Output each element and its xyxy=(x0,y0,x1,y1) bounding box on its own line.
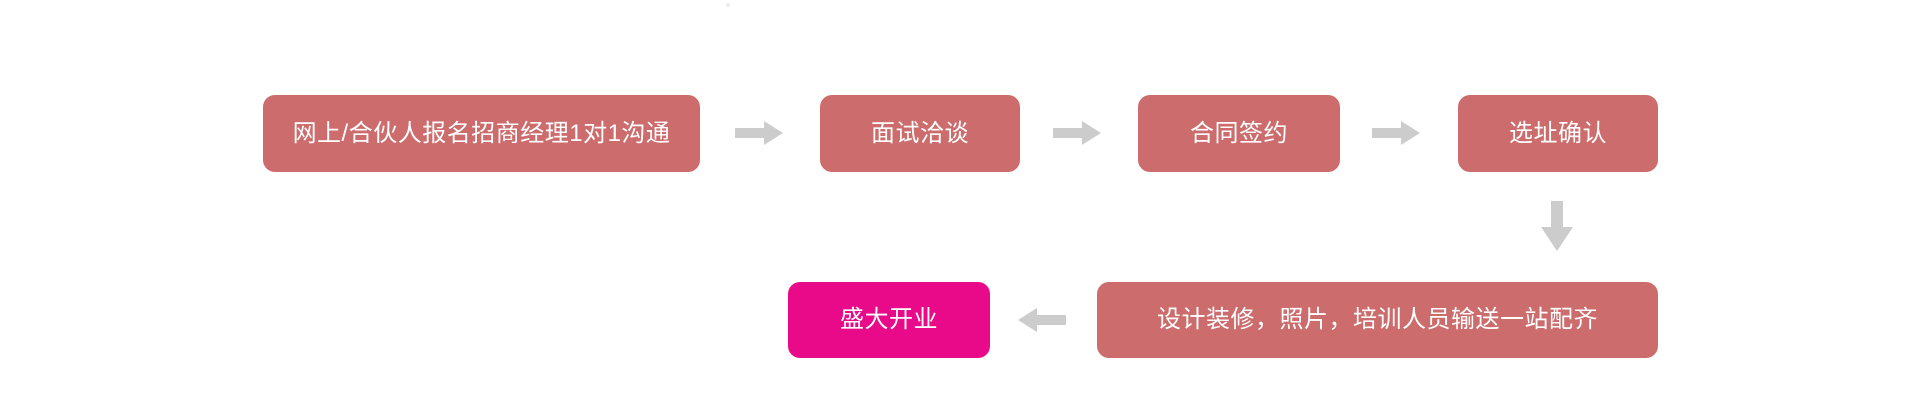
arrow-left-icon xyxy=(1018,308,1066,332)
step-label: 选址确认 xyxy=(1509,119,1607,147)
arrow-right-icon xyxy=(1053,121,1101,145)
faint-dot xyxy=(726,3,730,7)
step-box-contract: 合同签约 xyxy=(1138,95,1340,172)
step-box-site-selection: 选址确认 xyxy=(1458,95,1658,172)
step-box-interview: 面试洽谈 xyxy=(820,95,1020,172)
arrow-down-icon xyxy=(1541,201,1573,251)
arrow-right-icon xyxy=(735,121,783,145)
step-label: 设计装修，照片，培训人员输送一站配齐 xyxy=(1157,306,1598,333)
step-label: 合同签约 xyxy=(1190,119,1288,147)
step-label: 面试洽谈 xyxy=(871,119,969,147)
step-label: 盛大开业 xyxy=(840,306,938,333)
step-box-setup: 设计装修，照片，培训人员输送一站配齐 xyxy=(1097,282,1658,358)
step-box-signup: 网上/合伙人报名招商经理1对1沟通 xyxy=(263,95,700,172)
arrow-right-icon xyxy=(1372,121,1420,145)
final-box-grand-opening: 盛大开业 xyxy=(788,282,990,358)
step-label: 网上/合伙人报名招商经理1对1沟通 xyxy=(292,119,671,147)
